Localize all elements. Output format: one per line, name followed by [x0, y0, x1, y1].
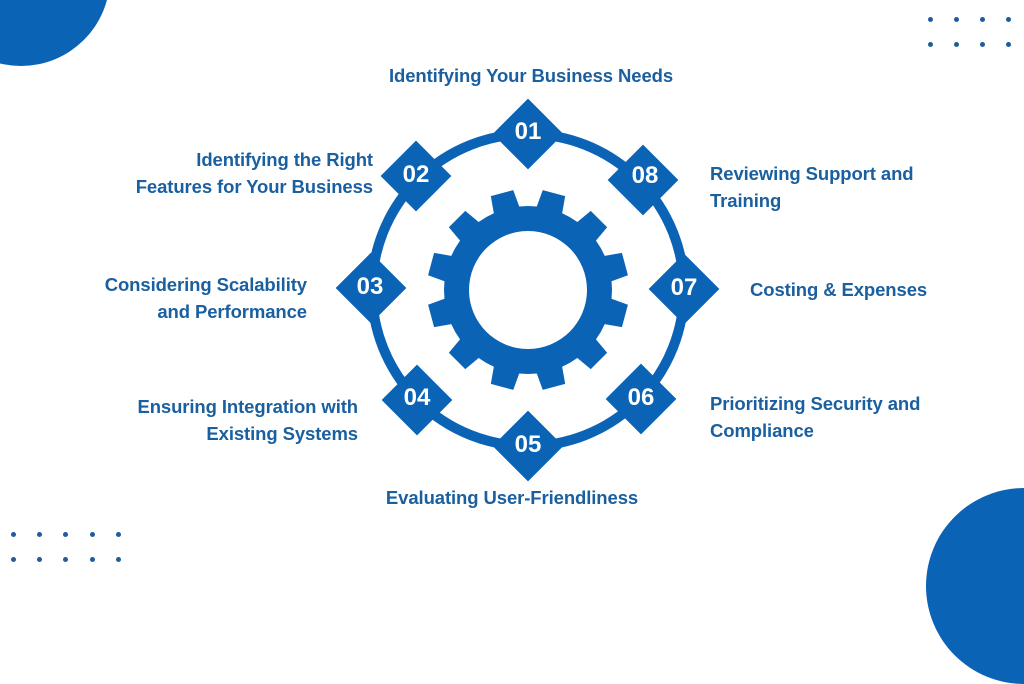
- step-07-label-line: Costing & Expenses: [750, 279, 928, 300]
- dot: [954, 42, 959, 47]
- step-04-label-line: Ensuring Integration with: [137, 396, 358, 417]
- step-07-number: 07: [670, 274, 698, 301]
- step-06-label-line: Compliance: [710, 420, 814, 441]
- dot: [928, 17, 933, 22]
- step-03-label: Considering Scalability and Performance: [105, 271, 307, 325]
- step-02-label-line: Features for Your Business: [135, 176, 373, 197]
- gear-icon: [428, 190, 628, 390]
- step-02-number: 02: [402, 161, 430, 188]
- step-06-label-line: Prioritizing Security and: [710, 393, 921, 414]
- dot: [90, 532, 95, 537]
- dot: [11, 557, 16, 562]
- dot: [37, 532, 42, 537]
- dot: [116, 557, 121, 562]
- step-08-label-line: Training: [710, 190, 782, 211]
- step-05-label: Evaluating User-Friendliness: [352, 484, 672, 511]
- step-04-number: 04: [403, 384, 431, 411]
- step-01-number: 01: [514, 118, 542, 145]
- dot: [1006, 42, 1011, 47]
- dot: [63, 557, 68, 562]
- step-03-label-line: and Performance: [157, 301, 307, 322]
- dot: [37, 557, 42, 562]
- dot: [116, 532, 121, 537]
- step-08-label-line: Reviewing Support and: [710, 163, 914, 184]
- step-06-label: Prioritizing Security and Compliance: [710, 390, 920, 444]
- dot: [90, 557, 95, 562]
- step-01-label-line: Identifying Your Business Needs: [388, 65, 674, 86]
- dot: [11, 532, 16, 537]
- dot: [980, 17, 985, 22]
- step-03-label-line: Considering Scalability: [104, 274, 307, 295]
- step-08-number: 08: [631, 162, 659, 189]
- dot: [954, 17, 959, 22]
- cycle-diagram: [335, 98, 720, 482]
- step-08-label: Reviewing Support and Training: [710, 160, 914, 214]
- dot: [1006, 17, 1011, 22]
- dot: [928, 42, 933, 47]
- dot: [63, 532, 68, 537]
- step-02-label: Identifying the Right Features for Your …: [136, 146, 373, 200]
- step-07-label: Costing & Expenses: [750, 276, 927, 303]
- step-01-label: Identifying Your Business Needs: [360, 62, 702, 89]
- gear-shape: [428, 190, 628, 390]
- step-02-label-line: Identifying the Right: [196, 149, 373, 170]
- step-03-number: 03: [356, 273, 384, 300]
- step-04-label: Ensuring Integration with Existing Syste…: [137, 393, 358, 447]
- step-05-number: 05: [514, 431, 542, 458]
- step-06-number: 06: [627, 384, 655, 411]
- step-04-label-line: Existing Systems: [206, 423, 358, 444]
- dot: [980, 42, 985, 47]
- step-05-label-line: Evaluating User-Friendliness: [385, 487, 639, 508]
